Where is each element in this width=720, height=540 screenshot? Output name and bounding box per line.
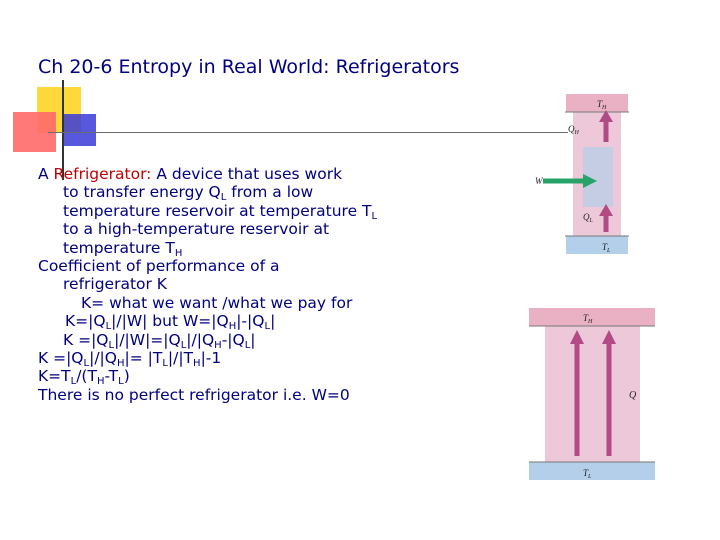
line-definition: A Refrigerator: A device that uses work (38, 165, 343, 183)
line-conclusion: There is no perfect refrigerator i.e. W=… (38, 385, 350, 404)
q-arrow-right (602, 330, 616, 456)
line-cop-heading: Coefficient of performance of a (38, 257, 280, 276)
title-divider (48, 132, 568, 133)
label-th-bottom: TH (583, 313, 593, 325)
label-qh: QH (568, 124, 580, 136)
line-10: K =|QL|/|W|=|QL|/|QH-|QL| (63, 330, 256, 351)
line-7: refrigerator K (63, 275, 167, 294)
line-3: temperature reservoir at temperature TL (63, 201, 378, 222)
line-8: K= what we want /what we pay for (81, 293, 353, 312)
label-w: W (535, 176, 544, 186)
cold-reservoir (566, 236, 628, 254)
heat-channel (545, 326, 640, 462)
line-5: temperature TH (63, 238, 183, 259)
line-12: K=TL/(TH-TL) (38, 367, 130, 388)
qh-arrow (599, 110, 613, 142)
line-4: to a high-temperature reservoir at (63, 220, 330, 239)
slide-body: A Refrigerator: A device that uses work … (38, 165, 508, 404)
label-tl-top: TL (602, 242, 611, 254)
hot-reservoir (529, 308, 655, 326)
work-arrow (543, 174, 597, 188)
deco-blue-square (63, 114, 96, 146)
label-ql: QL (583, 212, 594, 224)
deco-vertical-line (62, 80, 64, 180)
label-th-top: TH (597, 99, 607, 111)
label-q: Q (629, 390, 637, 401)
q-arrow-left (570, 330, 584, 456)
term-refrigerator: Refrigerator: (53, 165, 152, 183)
line-2: to transfer energy QL from a low (63, 183, 314, 204)
slide-title: Ch 20-6 Entropy in Real World: Refrigera… (38, 56, 460, 78)
refrigerator-diagram: TH QH W QL TL (535, 94, 629, 254)
label-tl-bottom: TL (583, 468, 592, 480)
hot-reservoir (566, 94, 628, 112)
line-9: K=|QL|/|W| but W=|QH|-|QL| (65, 312, 276, 333)
ql-arrow (599, 204, 613, 232)
line-11: K =|QL|/|QH|= |TL|/|TH|-1 (38, 349, 222, 370)
cold-reservoir (529, 462, 655, 480)
perfect-refrigerator-diagram: TH Q TL (529, 308, 655, 480)
